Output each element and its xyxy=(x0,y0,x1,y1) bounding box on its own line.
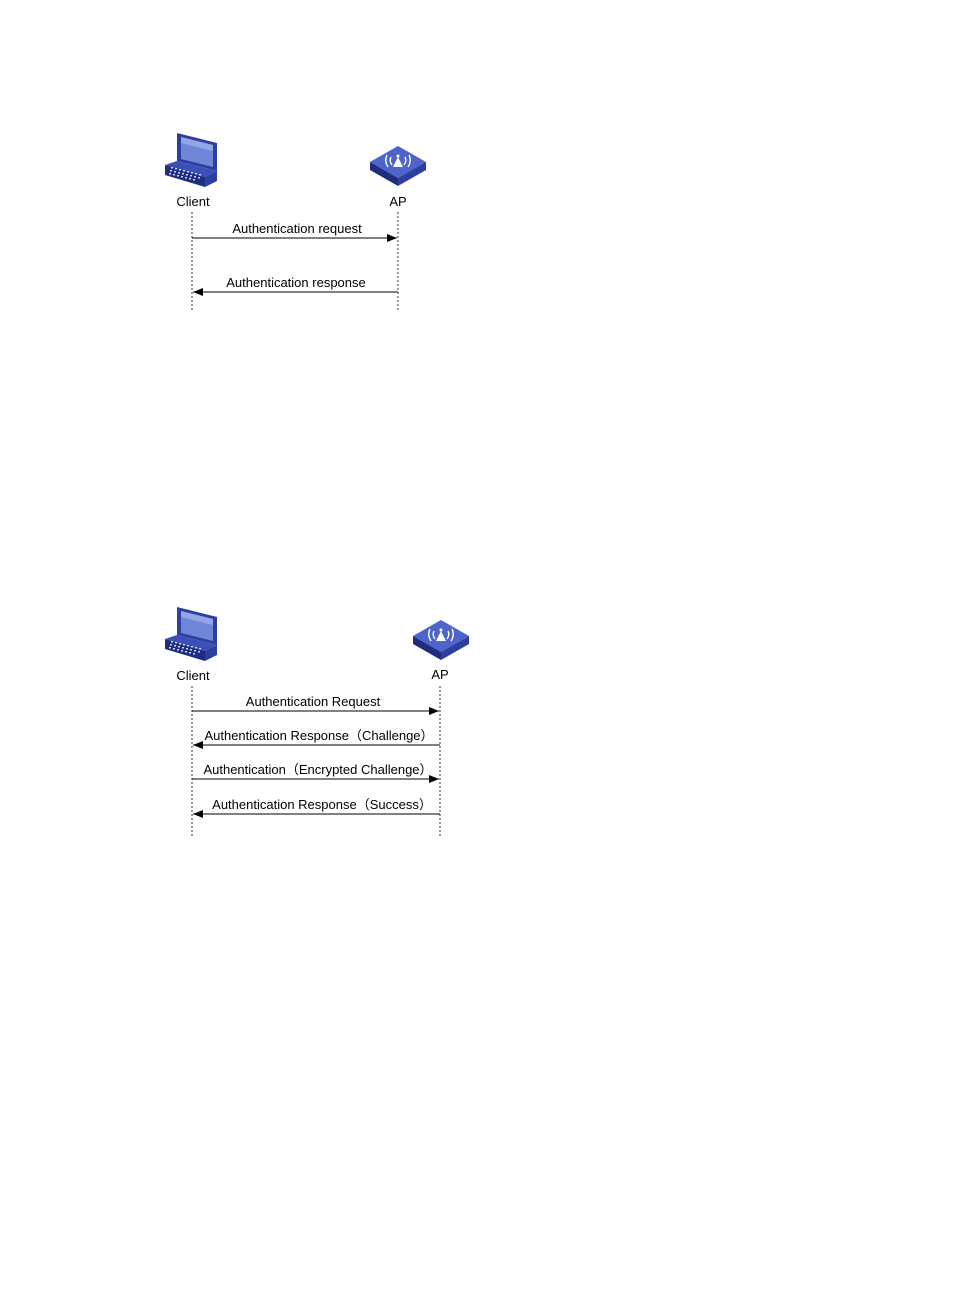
sequence-diagram-2: Client AP Authentication Request Authent… xyxy=(165,607,470,836)
client-label: Client xyxy=(176,668,210,683)
access-point-icon xyxy=(412,619,470,661)
sequence-diagram-1: Client AP Authentication request Authent… xyxy=(165,133,427,310)
access-point-icon xyxy=(369,145,427,187)
message-label: Authentication response xyxy=(226,275,365,290)
message-label: Authentication request xyxy=(232,221,362,236)
client-label: Client xyxy=(176,194,210,209)
laptop-icon xyxy=(165,133,217,187)
laptop-icon xyxy=(165,607,217,661)
ap-label: AP xyxy=(431,667,448,682)
message-label: Authentication Response（Success） xyxy=(212,797,432,812)
ap-label: AP xyxy=(389,194,406,209)
message-label: Authentication（Encrypted Challenge） xyxy=(203,762,432,777)
message-label: Authentication Request xyxy=(246,694,381,709)
message-label: Authentication Response（Challenge） xyxy=(204,728,433,743)
